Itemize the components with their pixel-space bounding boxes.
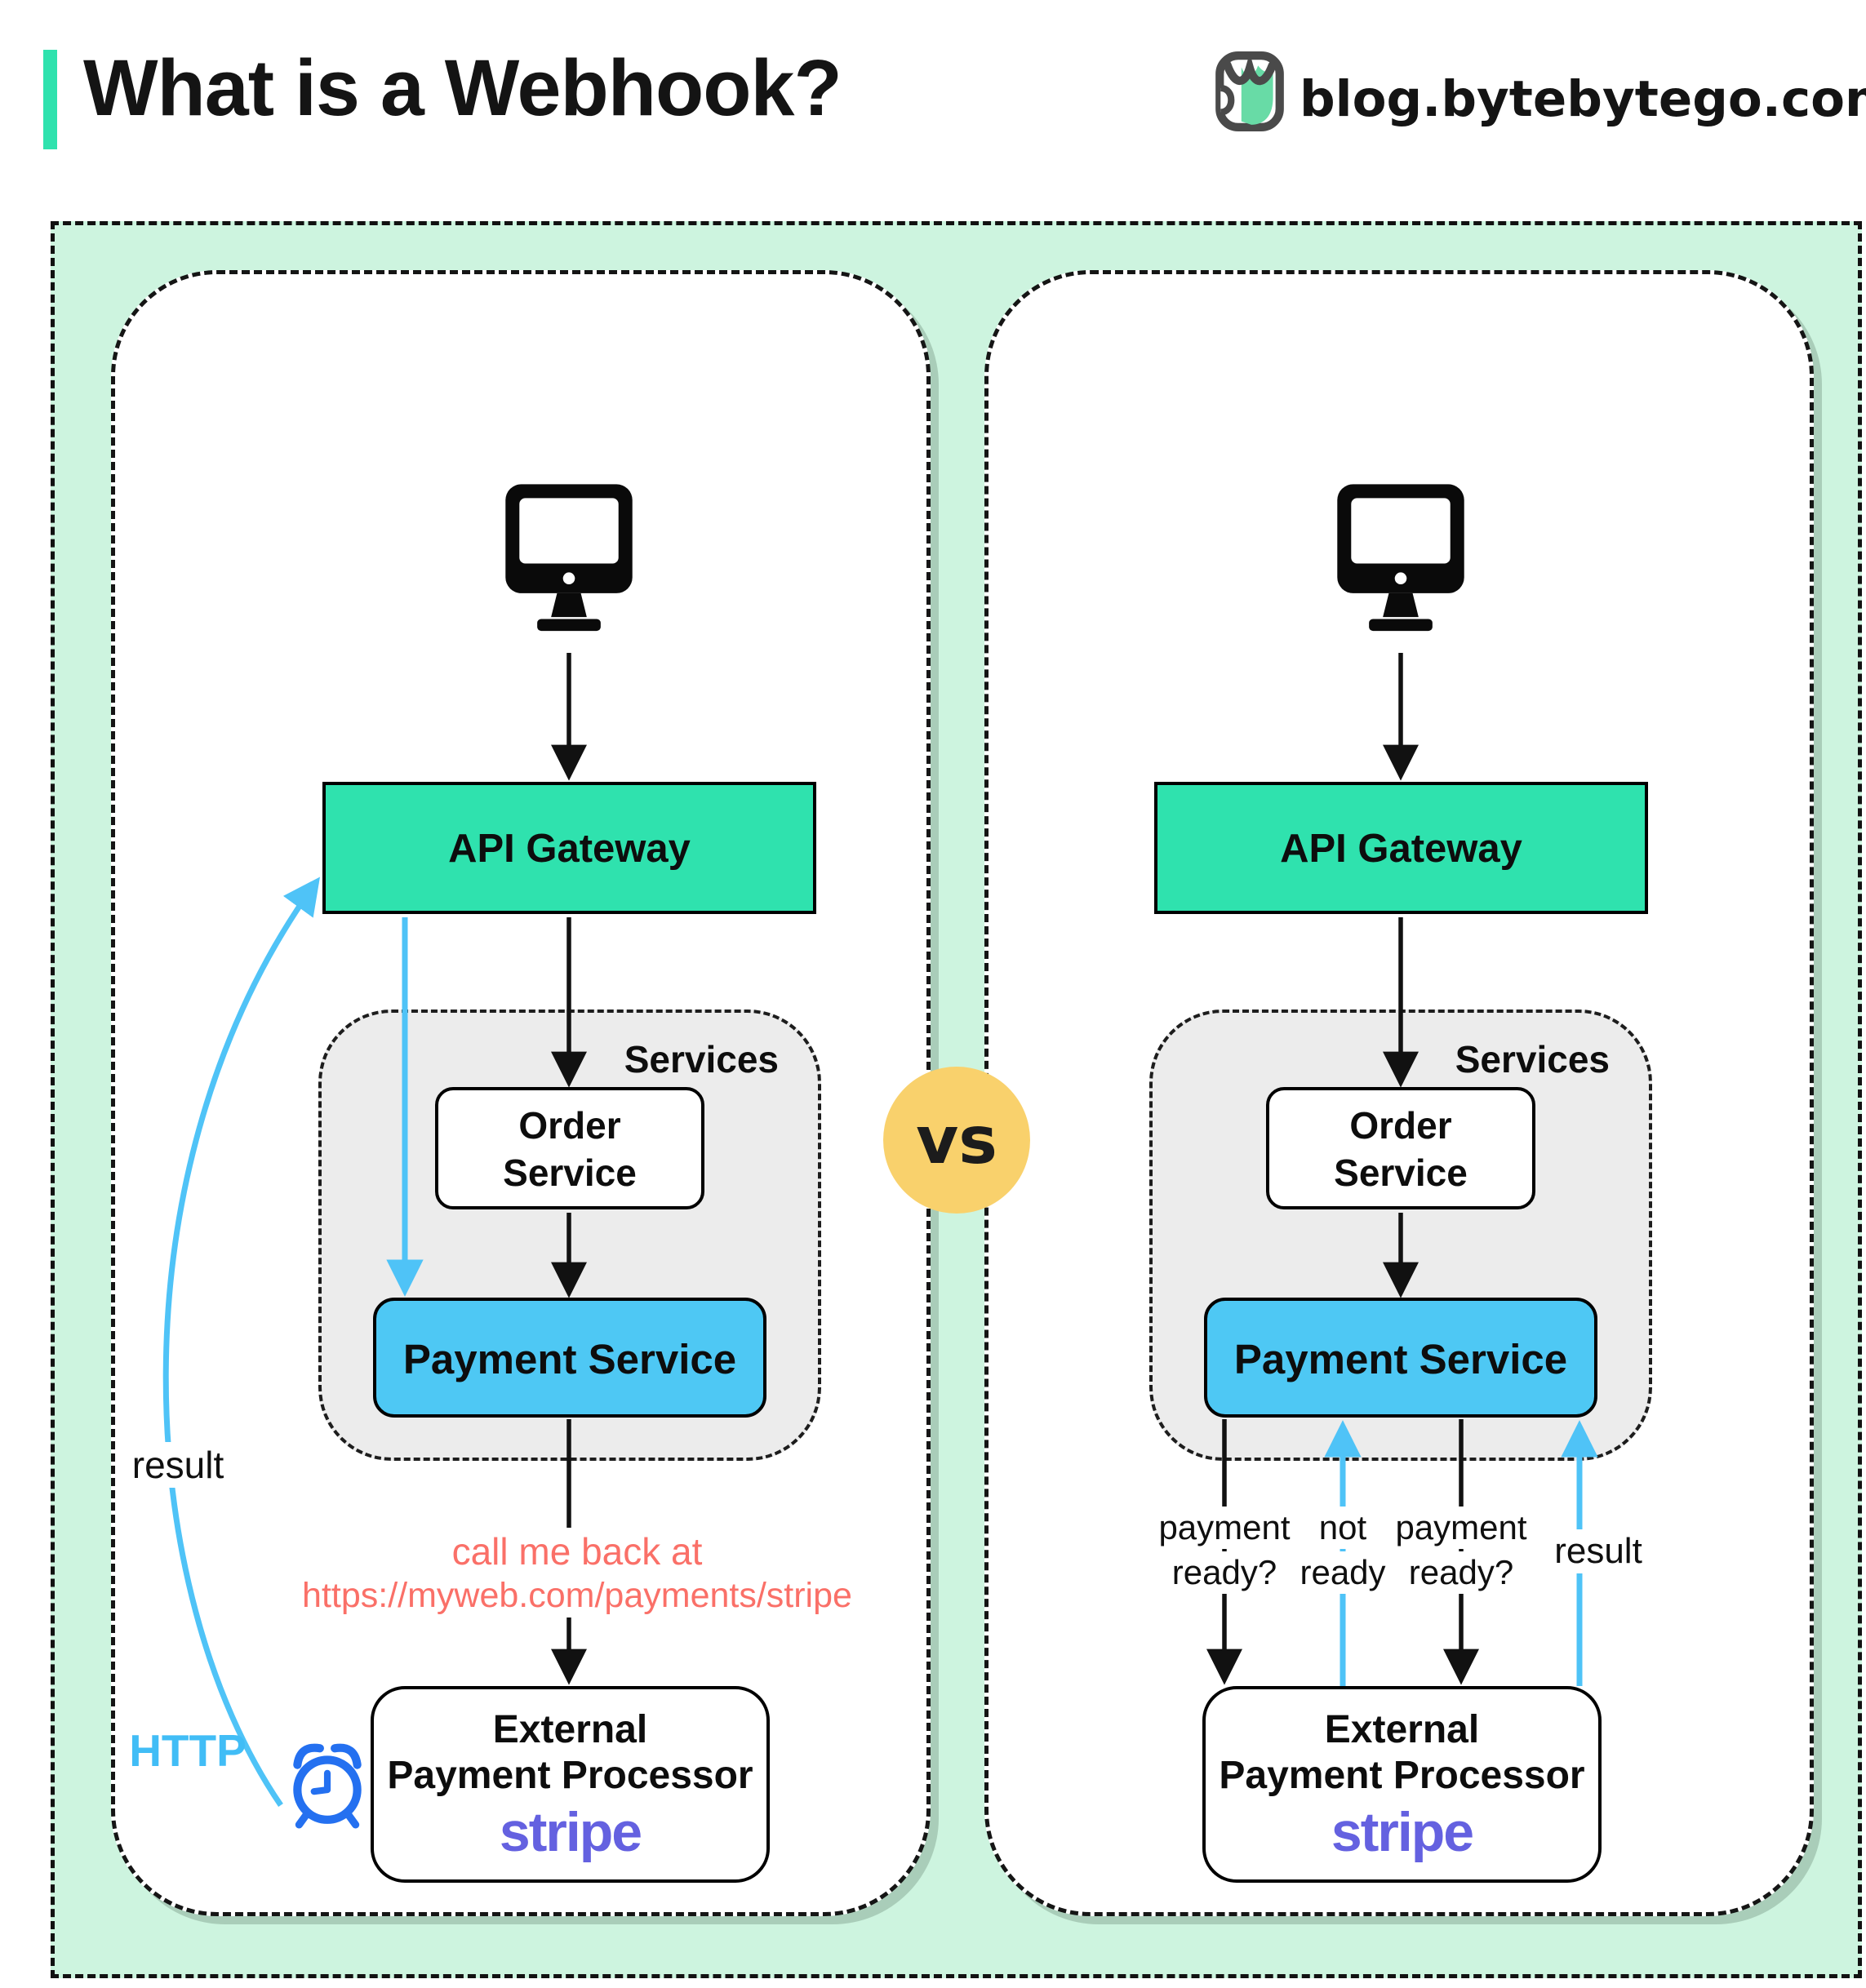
webhook-order-service-box: Order Service (435, 1087, 704, 1209)
stripe-logo: stripe (1331, 1801, 1474, 1863)
polling-external-processor-box: External Payment Processor stripe (1202, 1686, 1602, 1883)
webhook-http-label: HTTP (129, 1725, 247, 1776)
external-line1: External (492, 1708, 648, 1751)
external-line1: External (1324, 1708, 1480, 1751)
bytebytego-logo-icon (1215, 51, 1284, 131)
alarm-clock-icon (293, 1743, 362, 1829)
polling-services-label: Services (1455, 1038, 1610, 1081)
webhook-services-label: Services (624, 1038, 779, 1081)
polling-api-gateway-box: API Gateway (1154, 782, 1648, 914)
webhook-external-processor-box: External Payment Processor stripe (371, 1686, 770, 1883)
page-title: What is a Webhook? (83, 43, 842, 132)
callback-note-line1: call me back at (283, 1528, 871, 1575)
callback-note-line2: https://myweb.com/payments/stripe (267, 1573, 887, 1617)
monitor-icon (1337, 484, 1464, 632)
polling-payment-service-box: Payment Service (1204, 1298, 1597, 1418)
vs-badge: vs (883, 1067, 1030, 1214)
polling-result-label: result (1515, 1529, 1682, 1573)
monitor-icon (505, 484, 633, 632)
webhook-payment-service-box: Payment Service (373, 1298, 766, 1418)
order-service-line2: Service (1334, 1152, 1468, 1194)
title-accent-bar (43, 50, 57, 149)
polling-order-service-box: Order Service (1266, 1087, 1535, 1209)
order-service-line1: Order (1349, 1104, 1452, 1147)
site-url: blog.bytebytego.com (1300, 70, 1866, 128)
order-service-line2: Service (503, 1152, 637, 1194)
order-service-line1: Order (518, 1104, 621, 1147)
webhook-api-gateway-box: API Gateway (322, 782, 816, 914)
external-line2: Payment Processor (1219, 1754, 1585, 1797)
webhook-result-label: result (98, 1442, 258, 1488)
external-line2: Payment Processor (387, 1754, 753, 1797)
stripe-logo: stripe (499, 1801, 642, 1863)
